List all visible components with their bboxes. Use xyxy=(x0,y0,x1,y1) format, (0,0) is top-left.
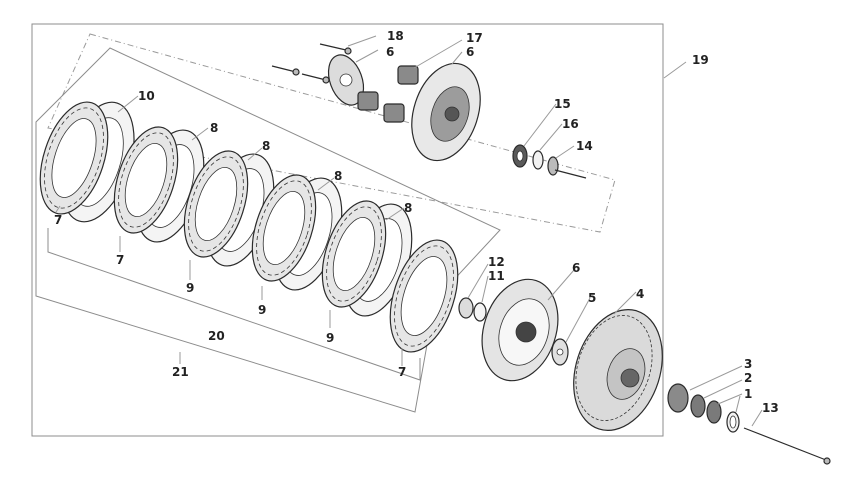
springs-17 xyxy=(357,65,419,123)
hub-assembly xyxy=(458,278,569,382)
bearing-set xyxy=(667,383,740,433)
callout-4: 4 xyxy=(636,287,644,301)
frame-20 xyxy=(47,228,421,381)
bolts-18 xyxy=(271,43,352,84)
friction-plate-7c xyxy=(389,239,459,353)
callout-6-pressure: 6 xyxy=(466,45,474,59)
callout-18: 18 xyxy=(387,29,404,43)
callout-20: 20 xyxy=(208,329,225,343)
plate-stack xyxy=(39,101,459,353)
callout-8d: 8 xyxy=(404,201,412,215)
frame-21 xyxy=(35,47,501,413)
callout-1: 1 xyxy=(744,387,752,401)
callout-7a: 7 xyxy=(54,213,62,227)
bearing-2a xyxy=(690,394,706,418)
callout-19: 19 xyxy=(692,53,709,67)
washer-16 xyxy=(532,150,544,170)
callout-8c: 8 xyxy=(334,169,342,183)
friction-plate-9a xyxy=(183,150,249,258)
needle-bearing-3 xyxy=(667,383,689,413)
kit-outline xyxy=(47,33,616,233)
callout-16: 16 xyxy=(562,117,579,131)
callout-3: 3 xyxy=(744,357,752,371)
friction-plate-9c xyxy=(321,200,387,308)
pushrod-assembly xyxy=(512,144,587,179)
callout-labels: 18 6 17 6 19 10 8 8 8 8 15 16 14 7 7 9 9… xyxy=(54,29,779,415)
callout-15: 15 xyxy=(554,97,571,111)
friction-plate-9b xyxy=(251,174,317,282)
callout-8a: 8 xyxy=(210,121,218,135)
callout-9a: 9 xyxy=(186,281,194,295)
callout-5: 5 xyxy=(588,291,596,305)
callout-9b: 9 xyxy=(258,303,266,317)
callout-17: 17 xyxy=(466,31,483,45)
pushrod-14 xyxy=(547,156,587,179)
retainer-plate-6a xyxy=(327,54,365,106)
callout-21: 21 xyxy=(172,365,189,379)
callout-7b: 7 xyxy=(116,253,124,267)
washer-11 xyxy=(473,302,487,322)
callout-8b: 8 xyxy=(262,139,270,153)
callout-10: 10 xyxy=(138,89,155,103)
callout-12: 12 xyxy=(488,255,505,269)
frame-19 xyxy=(31,23,664,437)
clutch-basket-4 xyxy=(573,309,663,431)
leader-lines xyxy=(55,35,763,427)
callout-9c: 9 xyxy=(326,331,334,345)
bearing-2b xyxy=(706,400,722,424)
pressure-plate-assembly xyxy=(271,43,481,162)
friction-plate-7a xyxy=(39,101,109,215)
callout-13: 13 xyxy=(762,401,779,415)
callout-14: 14 xyxy=(576,139,593,153)
friction-plate-7b xyxy=(113,126,179,234)
callout-7c: 7 xyxy=(398,365,406,379)
callout-11: 11 xyxy=(488,269,505,283)
callout-6-retainer: 6 xyxy=(386,45,394,59)
pressure-plate-6b xyxy=(411,62,481,162)
clutch-hub-6c xyxy=(481,278,559,382)
shaft-13 xyxy=(743,427,831,465)
callout-6-hub: 6 xyxy=(572,261,580,275)
nut-12 xyxy=(458,297,474,319)
callout-2: 2 xyxy=(744,371,752,385)
